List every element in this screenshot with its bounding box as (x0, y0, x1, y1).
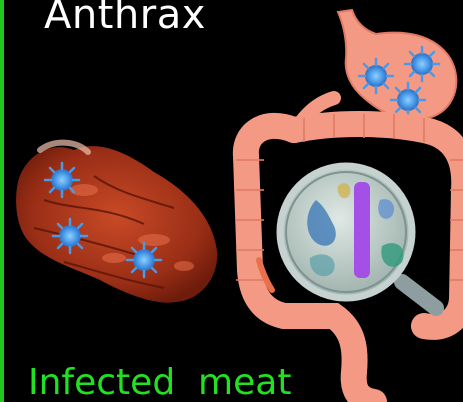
bacteria-icon (127, 243, 161, 277)
caption-infected-meat: Infected meat (28, 362, 291, 402)
bacteria-icon (53, 219, 87, 253)
bacteria-icon (359, 59, 393, 93)
infected-meat-icon (16, 143, 217, 303)
bacteria-icon (45, 163, 79, 197)
bacteria-icon (391, 83, 425, 117)
anthrax-illustration (4, 0, 463, 402)
bacteria-icon (405, 47, 439, 81)
magnifying-glass-icon (280, 166, 436, 308)
